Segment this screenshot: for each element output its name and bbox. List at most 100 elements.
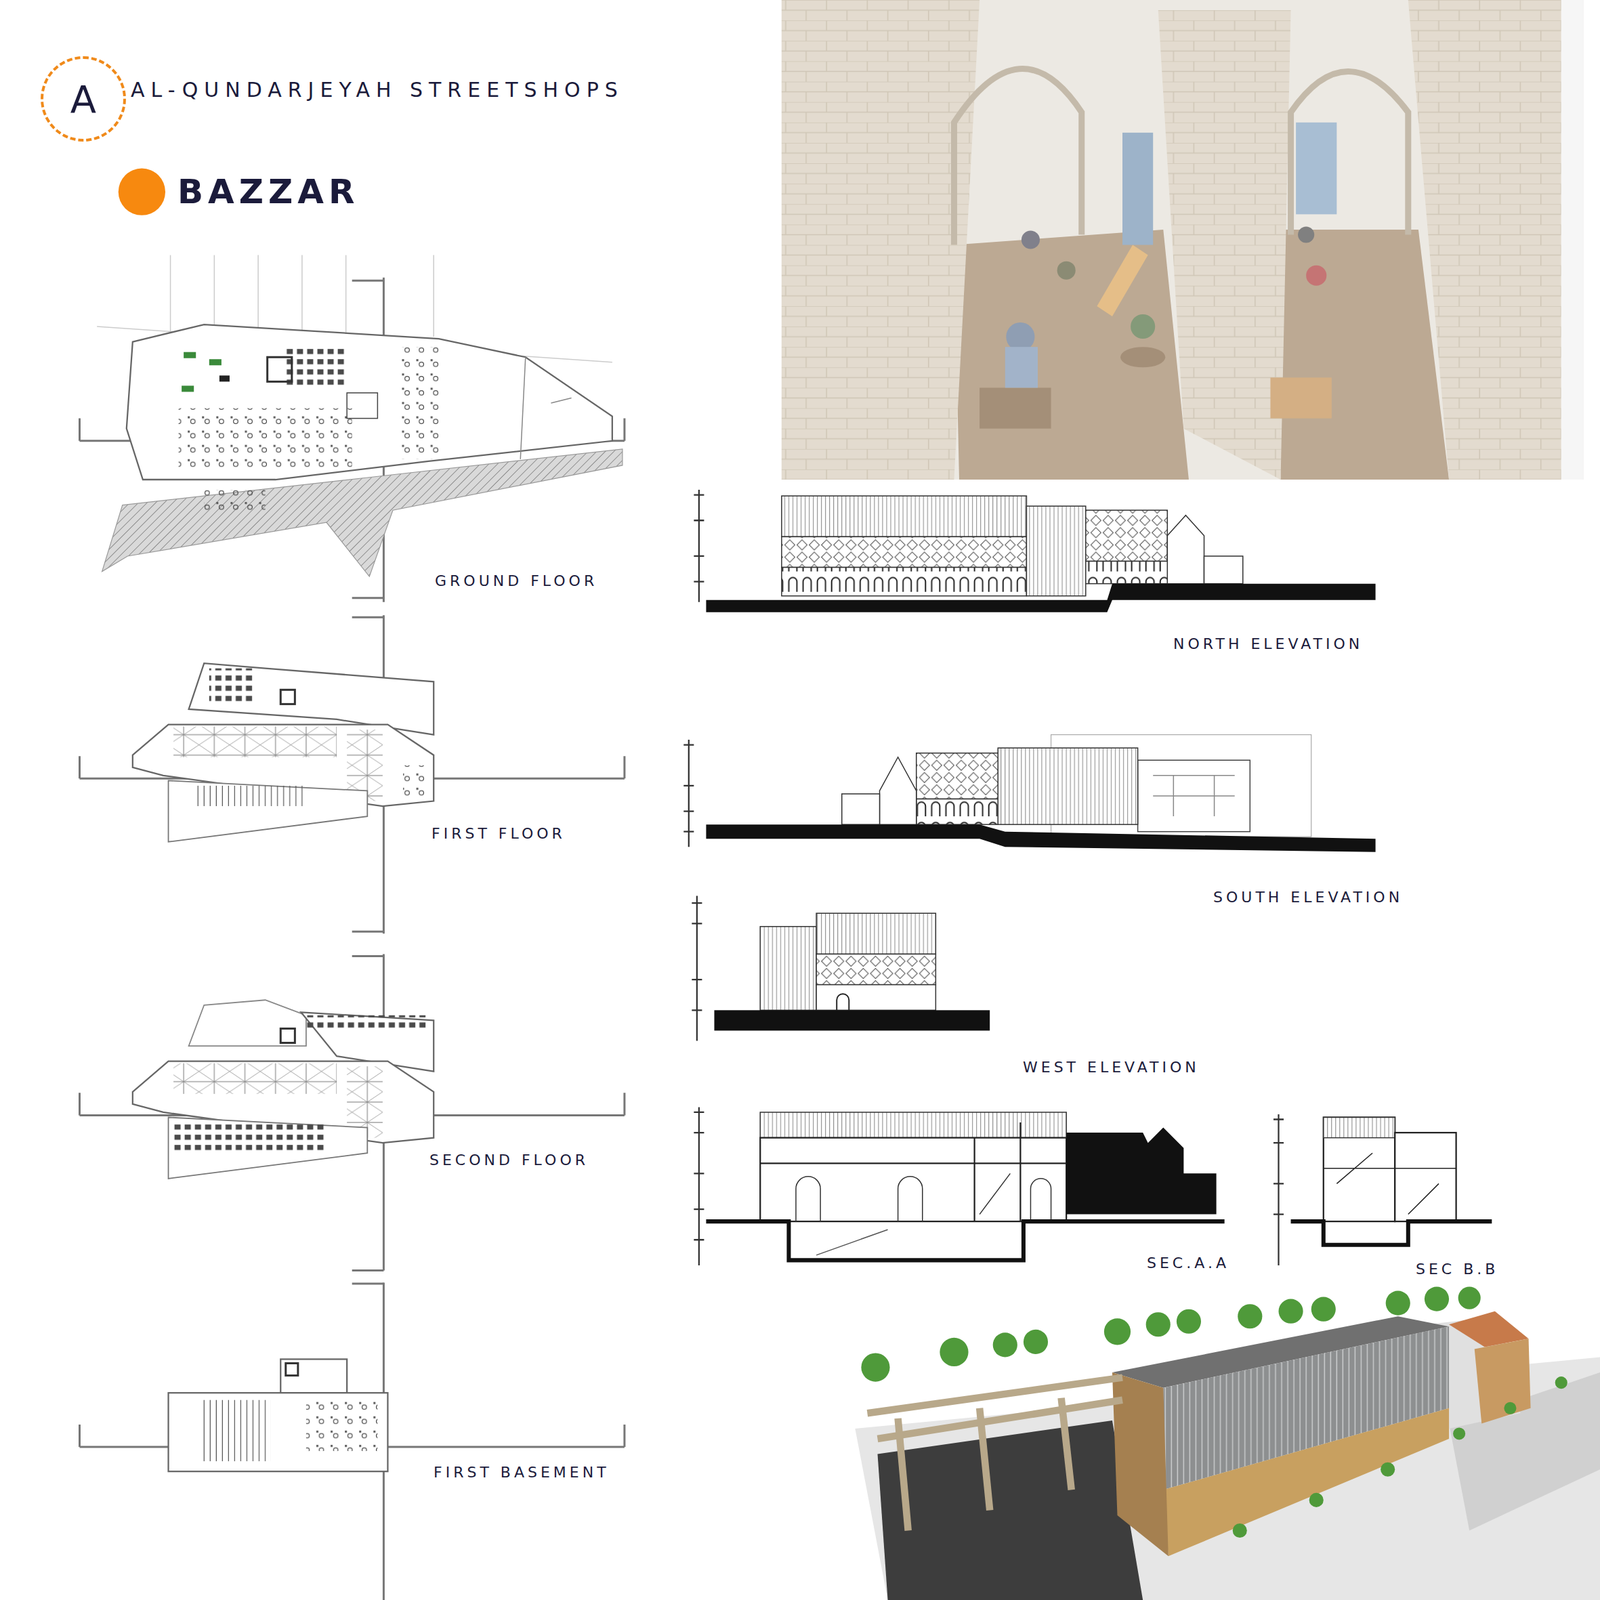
south-elevation-part	[916, 798, 999, 825]
exterior-render-part-part	[1237, 1303, 1262, 1329]
exterior-render-part-part	[993, 1332, 1018, 1357]
section-marker-circle: A	[40, 56, 126, 142]
ground-floor-plan-part	[285, 346, 347, 388]
section-aa-part	[1066, 1127, 1225, 1215]
exterior-render-part	[1474, 1338, 1531, 1424]
drawing-label: NORTH ELEVATION	[1171, 635, 1365, 653]
west-elevation-part	[691, 896, 702, 1042]
section-bb	[1273, 1114, 1492, 1266]
drawing-label: SEC B.B	[1413, 1260, 1501, 1278]
ground-floor-plan-part	[219, 375, 230, 382]
drawing-label: FIRST BASEMENT	[431, 1463, 612, 1481]
west-elevation	[691, 896, 990, 1042]
drawing-label: SEC.A.A	[1144, 1254, 1232, 1272]
exterior-render-part-part	[1555, 1376, 1568, 1389]
section-aa	[693, 1106, 1225, 1265]
exterior-render-part	[877, 1420, 1143, 1600]
drawing-label: WEST ELEVATION	[1020, 1058, 1202, 1076]
heading-label: BAZZAR	[177, 172, 360, 212]
ground-floor-plan-part-part	[432, 255, 435, 338]
exterior-render-part-part	[939, 1337, 968, 1367]
south-elevation-part	[1138, 760, 1251, 832]
section-bb-part	[1323, 1117, 1395, 1222]
ground-floor-plan-part-part	[170, 255, 172, 338]
first-floor-plan-part	[168, 780, 368, 842]
ground-floor-plan-part	[203, 489, 265, 511]
ground-floor-plan-part-part	[345, 255, 347, 338]
drawing-label: SOUTH ELEVATION	[1211, 888, 1405, 906]
first-floor-plan	[132, 663, 434, 842]
ground-floor-plan-part	[178, 408, 353, 470]
west-elevation-part	[816, 953, 936, 985]
bazaar-dot	[118, 168, 166, 216]
board-title: AL-QUNDARJEYAH STREETSHOPS	[130, 77, 624, 102]
exterior-render	[854, 1287, 1600, 1600]
exterior-render-part-part	[1278, 1299, 1303, 1324]
basement-plan-part	[199, 1400, 271, 1462]
north-elevation	[693, 489, 1376, 613]
section-aa-part	[760, 1122, 1067, 1222]
section-aa-part	[816, 1229, 888, 1256]
bazaar-dot-part	[118, 168, 166, 216]
basement-plan-part	[280, 1358, 347, 1393]
second-floor-plan-part	[188, 999, 307, 1046]
exterior-render-part-part	[1146, 1312, 1171, 1337]
section-bb-part	[1323, 1152, 1457, 1214]
exterior-render-part-part	[1309, 1492, 1324, 1508]
exterior-render-part-part	[860, 1352, 890, 1382]
basement-plan	[168, 1358, 389, 1472]
west-elevation-part	[836, 993, 849, 1010]
exterior-render-part-part	[877, 1400, 1123, 1439]
ground-floor-plan-part-part	[257, 255, 259, 338]
exterior-render-part-part	[1104, 1318, 1131, 1345]
second-floor-plan-part	[280, 1028, 295, 1043]
second-floor-plan-part	[306, 1015, 429, 1031]
section-bb-part	[1394, 1132, 1456, 1222]
exterior-render-part-part	[1453, 1427, 1466, 1440]
north-elevation-part	[1085, 510, 1168, 561]
ground-floor-plan-part	[346, 392, 378, 419]
north-elevation-part	[1085, 561, 1178, 584]
ground-floor-plan-part	[209, 359, 222, 366]
basement-plan-part	[306, 1400, 378, 1451]
exterior-render-part-part	[1458, 1287, 1481, 1310]
first-floor-plan-part	[280, 689, 295, 704]
section-aa-part	[693, 1106, 704, 1265]
ground-floor-plan-part	[183, 352, 196, 359]
drawing-label: FIRST FLOOR	[429, 825, 568, 842]
ground-floor-plan-part	[520, 356, 572, 460]
south-elevation-part	[705, 824, 1376, 853]
ground-floor-plan-part	[181, 385, 194, 392]
south-elevation	[683, 734, 1376, 853]
interior-render-part	[781, 0, 1584, 480]
plan-axes	[79, 277, 624, 1600]
first-floor-plan-part	[193, 785, 307, 807]
section-bb-part	[1323, 1117, 1395, 1138]
ground-floor-plan-part-part	[301, 255, 303, 338]
basement-plan-part	[168, 1392, 389, 1472]
south-elevation-part	[683, 739, 694, 847]
second-floor-plan-part	[173, 1122, 327, 1153]
north-elevation-part	[1204, 556, 1244, 584]
exterior-render-part-part	[1061, 1398, 1072, 1491]
drawing-label: SECOND FLOOR	[427, 1151, 591, 1169]
north-elevation-part	[705, 583, 1376, 613]
west-elevation-part	[713, 1009, 990, 1031]
basement-plan-part	[285, 1363, 299, 1376]
exterior-render-part-part	[898, 1418, 909, 1531]
section-bb-part	[1291, 1221, 1493, 1246]
second-floor-plan	[132, 999, 434, 1179]
exterior-render-part-part	[1385, 1291, 1411, 1316]
section-bb-part	[1273, 1114, 1284, 1266]
west-elevation-part	[816, 913, 936, 954]
plan-axes-part	[79, 418, 624, 1447]
south-elevation-part	[879, 757, 916, 825]
north-elevation-part	[1026, 506, 1086, 597]
north-elevation-part	[693, 489, 704, 603]
ground-floor-plan-part	[267, 356, 292, 382]
exterior-render-part-part	[1424, 1287, 1449, 1312]
exterior-render-part-part	[1311, 1297, 1336, 1322]
first-floor-plan-part	[209, 668, 256, 705]
west-elevation-part	[816, 984, 936, 1011]
